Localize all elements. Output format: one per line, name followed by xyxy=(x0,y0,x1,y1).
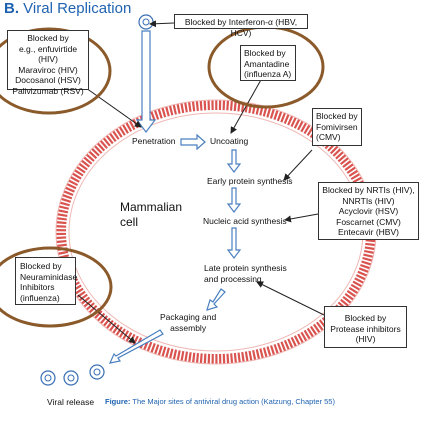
pointer-entry xyxy=(85,87,142,128)
virus-icon-top xyxy=(138,14,154,30)
box-amantadine: Blocked by Amantadine (influenza A) xyxy=(240,45,296,81)
arrow-late-packaging xyxy=(206,288,226,311)
arrow-uncoat-early xyxy=(226,149,242,173)
figure-caption: Figure: The Major sites of antiviral dru… xyxy=(105,397,335,406)
step-nucleic-acid: Nucleic acid synthesis xyxy=(203,216,287,226)
arrow-pen-uncoat xyxy=(180,133,206,151)
pointer-interferon xyxy=(149,20,175,28)
highlight-entry xyxy=(0,27,112,115)
box-entry-blockers: Blocked by e.g., enfuvirtide (HIV) Marav… xyxy=(7,30,89,96)
virus-icon-release-3 xyxy=(89,364,105,380)
arrow-release xyxy=(108,329,164,364)
box-interferon: Blocked by Interferon-α (HBV, HCV) xyxy=(174,14,308,38)
virus-icon-release-1 xyxy=(40,370,56,386)
pointer-protease xyxy=(256,281,325,316)
pointer-nrti xyxy=(284,213,319,223)
box-fomivirsen: Blocked by Fomivirsen (CMV) xyxy=(312,108,362,146)
pointer-neuraminidase xyxy=(77,294,136,344)
step-late-protein: Late protein synthesis and processing xyxy=(204,263,287,284)
pointer-fomivirsen xyxy=(283,149,313,181)
arrow-nucleic-late xyxy=(226,227,242,259)
highlight-neuraminidase xyxy=(0,246,113,328)
page-title: B. Viral Replication xyxy=(4,0,132,17)
step-packaging: Packaging and assembly xyxy=(160,312,217,333)
entry-arrow xyxy=(135,30,157,133)
step-penetration: Penetration xyxy=(132,136,176,146)
box-neuraminidase: Blocked by Neuraminidase Inhibitors (inf… xyxy=(15,257,77,305)
box-protease: Blocked by Protease inhibitors (HIV) xyxy=(324,306,407,348)
arrow-early-nucleic xyxy=(226,187,242,213)
virus-icon-release-2 xyxy=(63,370,79,386)
cell-label: Mammalian cell xyxy=(120,200,183,229)
box-nrti: Blocked by NRTIs (HIV), NNRTIs (HIV) Acy… xyxy=(318,182,419,240)
step-uncoating: Uncoating xyxy=(210,136,249,146)
step-early-protein: Early protein synthesis xyxy=(207,176,293,186)
viral-release-label: Viral release xyxy=(47,397,95,407)
